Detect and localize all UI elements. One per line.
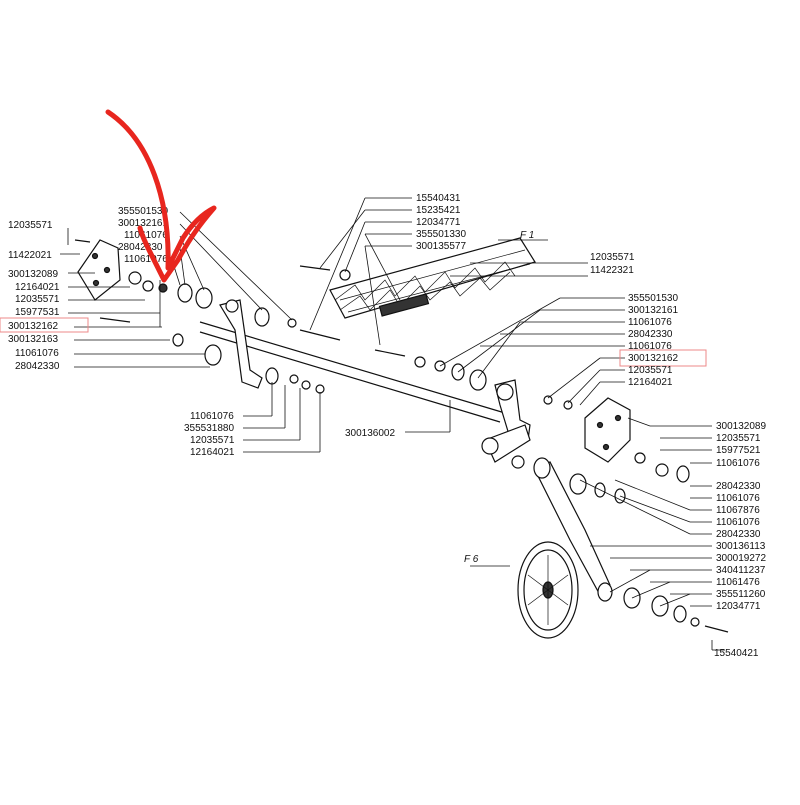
part-label: 11061076 — [124, 230, 168, 241]
part-label: 300132162 — [8, 321, 58, 332]
part-label: 300132161 — [118, 218, 168, 229]
part-label: 11061476 — [716, 577, 760, 588]
part-label: 11061076 — [190, 411, 234, 422]
right-bracket-plate — [584, 397, 631, 463]
part-label: 355501530 — [628, 293, 678, 304]
part-label: 28042330 — [118, 242, 163, 253]
labels-right-mid: 355501530 300132161 11061076 28042330 11… — [628, 293, 678, 388]
part-label: 300132162 — [628, 353, 678, 364]
part-label: 300019272 — [716, 553, 766, 564]
part-label: 28042330 — [15, 361, 60, 372]
part-label: 355511260 — [716, 589, 766, 600]
part-label: 12035571 — [8, 220, 53, 231]
red-arrow-annotation — [105, 109, 217, 283]
shaft-label: 300136002 — [345, 428, 395, 439]
section-label-f1: F 1 — [520, 230, 534, 241]
part-label: 300132089 — [716, 421, 766, 432]
leader-lines — [60, 197, 725, 651]
part-label: 15977531 — [15, 307, 60, 318]
part-label: 15540421 — [714, 648, 759, 659]
part-label: 300132163 — [8, 334, 58, 345]
part-label: 340411237 — [716, 565, 766, 576]
part-label: 355501530 — [118, 206, 168, 217]
labels-top-right: 12035571 11422321 — [590, 252, 635, 276]
part-label: 11061076 — [716, 493, 760, 504]
part-label: 28042330 — [716, 481, 761, 492]
part-label: 11061076 — [628, 317, 672, 328]
labels-right-lower: 300132089 12035571 15977521 11061076 280… — [716, 421, 766, 612]
part-label: 12035571 — [15, 294, 60, 305]
part-label: 12035571 — [190, 435, 235, 446]
part-label: 300135577 — [416, 241, 466, 252]
part-label: 11061076 — [124, 254, 168, 265]
part-label: 12034771 — [716, 601, 761, 612]
part-label: 11061076 — [628, 341, 672, 352]
part-label: 28042330 — [716, 529, 761, 540]
part-label: 355531880 — [184, 423, 234, 434]
labels-left: 12035571 11422021 300132089 12164021 120… — [8, 220, 60, 372]
part-label: 12035571 — [590, 252, 635, 263]
part-label: 12164021 — [628, 377, 673, 388]
part-label: 11422321 — [590, 265, 634, 276]
left-bracket-plate — [77, 239, 121, 301]
labels-bottom-left: 11061076 355531880 12035571 12164021 — [184, 411, 235, 458]
part-label: 12035571 — [716, 433, 761, 444]
part-label: 11061076 — [15, 348, 59, 359]
part-label: 12164021 — [190, 447, 235, 458]
part-label: 11061076 — [716, 517, 760, 528]
part-label: 300132161 — [628, 305, 678, 316]
part-label: 300136113 — [716, 541, 766, 552]
part-label: 12034771 — [416, 217, 461, 228]
drawing — [74, 237, 729, 639]
highlight-box-left — [0, 317, 89, 333]
left-arm — [219, 299, 263, 389]
part-label: 11061076 — [716, 458, 760, 469]
highlight-box-right — [619, 349, 707, 367]
part-label: 12164021 — [15, 282, 60, 293]
cutter-bar — [329, 237, 536, 319]
section-label-f6: F 6 — [464, 554, 479, 565]
part-label: 15235421 — [416, 205, 461, 216]
main-shaft — [199, 321, 506, 414]
part-label: 11422021 — [8, 250, 52, 261]
part-label: 15540431 — [416, 193, 461, 204]
part-label: 15977521 — [716, 445, 761, 456]
labels-top-left: 355501530 300132161 11061076 28042330 11… — [118, 206, 168, 265]
part-label: 11067876 — [716, 505, 760, 516]
labels-top-center: 15540431 15235421 12034771 355501330 300… — [416, 193, 466, 252]
part-label: 28042330 — [628, 329, 673, 340]
part-label: 12035571 — [628, 365, 673, 376]
part-label: 355501330 — [416, 229, 466, 240]
part-label: 300132089 — [8, 269, 58, 280]
